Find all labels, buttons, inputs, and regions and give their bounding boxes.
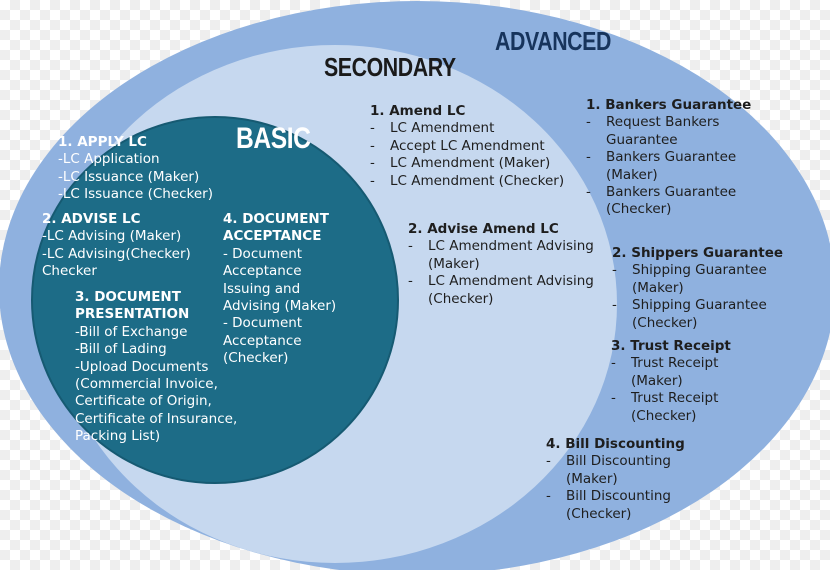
list-item: Certificate of Insurance, [75,410,238,427]
shippers-guarantee-heading: 2. Shippers Guarantee [612,245,784,261]
list-item: Certificate of Origin, [75,393,212,410]
document-acceptance-heading: ACCEPTANCE [223,228,322,245]
document-presentation-heading: PRESENTATION [75,306,190,323]
list-item: -LC Issuance (Maker) [58,168,200,185]
document-presentation-heading: 3. DOCUMENT [75,289,181,305]
shippers-guarantee-block: 2. Shippers Guarantee -Shipping Guarante… [612,245,783,332]
bill-discounting-block: 4. Bill Discounting -Bill Discounting (M… [546,436,685,523]
list-item: (Checker) [566,505,632,522]
list-item: -LC Amendment [370,120,495,137]
apply-lc-block: 1. APPLY LC -LC Application -LC Issuance… [58,134,213,204]
list-item: (Maker) [631,372,683,389]
document-acceptance-block: 4. DOCUMENT ACCEPTANCE - Document Accept… [223,211,336,368]
list-item: Acceptance [223,332,302,349]
list-item: -Bill of Lading [75,341,167,358]
list-item: -LC Application [58,151,160,168]
list-item: Packing List) [75,428,161,445]
list-item: -LC Advising(Checker) [42,245,191,262]
apply-lc-heading: 1. APPLY LC [58,134,147,150]
list-item: (Checker) [632,314,698,331]
list-item: -Shipping Guarantee [612,297,767,314]
list-item: -LC Advising (Maker) [42,228,182,245]
list-item: -Accept LC Amendment [370,137,545,154]
list-item: -Trust Receipt [611,390,719,407]
list-item: (Commercial Invoice, [75,376,218,393]
list-item: -Trust Receipt [611,355,719,372]
trust-receipt-heading: 3. Trust Receipt [611,338,731,354]
list-item: -Bill of Exchange [75,323,188,340]
list-item: -LC Amendment (Checker) [370,172,565,189]
secondary-title: SECONDARY [324,52,456,82]
list-item: -Upload Documents [75,358,209,375]
list-item: (Maker) [632,279,684,296]
bankers-guarantee-heading: 1. Bankers Guarantee [586,97,752,113]
list-item: (Checker) [223,350,289,367]
list-item: - Document [223,245,303,262]
document-acceptance-heading: 4. DOCUMENT [223,211,329,227]
document-presentation-block: 3. DOCUMENT PRESENTATION -Bill of Exchan… [75,289,237,446]
bill-discounting-heading: 4. Bill Discounting [546,436,685,452]
advise-amend-lc-heading: 2. Advise Amend LC [408,221,559,237]
list-item: -Bill Discounting [546,488,671,505]
advise-lc-block: 2. ADVISE LC -LC Advising (Maker) -LC Ad… [42,211,191,281]
list-item: Acceptance [223,263,302,280]
list-item: -Bankers Guarantee [586,149,737,166]
list-item: -Bill Discounting [546,453,671,470]
list-item: Issuing and [223,280,301,297]
basic-circle [31,116,399,484]
advise-lc-heading: 2. ADVISE LC [42,211,141,227]
list-item: (Maker) [566,470,618,487]
list-item: -Request Bankers [586,114,720,131]
list-item: (Maker) [606,166,658,183]
list-item: (Checker) [606,201,672,218]
list-item: -LC Issuance (Checker) [58,186,213,203]
list-item: (Checker) [428,290,494,307]
list-item: -LC Amendment Advising [408,273,594,290]
list-item: Checker [42,263,97,280]
list-item: (Maker) [428,255,480,272]
amend-lc-heading: 1. Amend LC [370,103,466,119]
advanced-title: ADVANCED [495,26,611,56]
list-item: -LC Amendment Advising [408,238,594,255]
list-item: -Bankers Guarantee [586,184,737,201]
list-item: Guarantee [606,131,678,148]
trust-receipt-block: 3. Trust Receipt -Trust Receipt (Maker) … [611,338,731,425]
list-item: (Checker) [631,407,697,424]
list-item: -Shipping Guarantee [612,262,767,279]
list-item: Advising (Maker) [223,298,337,315]
advise-amend-lc-block: 2. Advise Amend LC -LC Amendment Advisin… [408,221,594,308]
amend-lc-block: 1. Amend LC -LC Amendment -Accept LC Ame… [370,103,564,190]
list-item: -LC Amendment (Maker) [370,155,551,172]
basic-title: BASIC [236,122,311,155]
bankers-guarantee-block: 1. Bankers Guarantee -Request Bankers Gu… [586,97,751,219]
list-item: - Document [223,315,303,332]
